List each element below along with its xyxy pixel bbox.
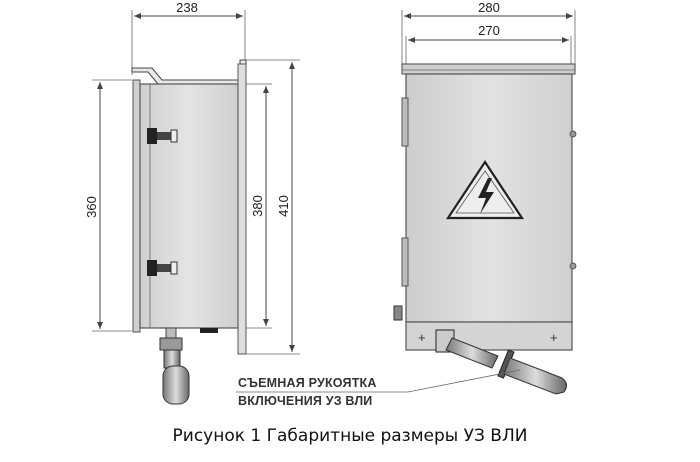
- dim-label-280: 280: [478, 0, 500, 15]
- callout-leader: [236, 369, 521, 393]
- dim-238: 238: [131, 0, 246, 75]
- lock-bottom: [569, 262, 577, 270]
- ground-bolt: [393, 305, 403, 321]
- plus-mark-left: +: [418, 330, 426, 345]
- removable-handle: [435, 329, 568, 395]
- figure-caption: Рисунок 1 Габаритные размеры УЗ ВЛИ: [172, 426, 528, 446]
- front-hinge-top: [401, 97, 409, 147]
- hinge-top: [147, 128, 178, 144]
- plus-mark-right: +: [550, 330, 558, 345]
- side-view: 238: [84, 0, 300, 405]
- dim-label-410: 410: [276, 195, 291, 217]
- hinge-bottom: [147, 260, 178, 276]
- dim-270: 270: [405, 23, 572, 64]
- dim-label-360: 360: [84, 196, 99, 218]
- dim-label-380: 380: [250, 195, 265, 217]
- back-plate: [237, 63, 247, 355]
- dim-label-270: 270: [478, 23, 500, 38]
- door-flange: [132, 79, 141, 333]
- roof: [401, 63, 576, 75]
- front-hinge-bottom: [401, 237, 409, 287]
- side-body: [139, 83, 239, 329]
- callout-line-2: ВКЛЮЧЕНИЯ УЗ ВЛИ: [238, 394, 373, 408]
- callout-line-1: СЪЕМНАЯ РУКОЯТКА: [238, 376, 377, 390]
- warning-triangle-icon: [445, 160, 525, 220]
- dim-410: 410: [246, 59, 300, 355]
- wall-bracket: [131, 59, 247, 85]
- dim-380: 380: [246, 83, 272, 329]
- dim-280: 280: [401, 0, 576, 64]
- side-handle: [159, 337, 190, 405]
- bottom-plate: [405, 321, 573, 351]
- front-view: 280 270 + +: [236, 0, 577, 408]
- bottom-fitting: [200, 328, 218, 333]
- lock-top: [569, 130, 577, 138]
- dim-360: 360: [84, 79, 132, 332]
- dim-label-238: 238: [176, 0, 198, 15]
